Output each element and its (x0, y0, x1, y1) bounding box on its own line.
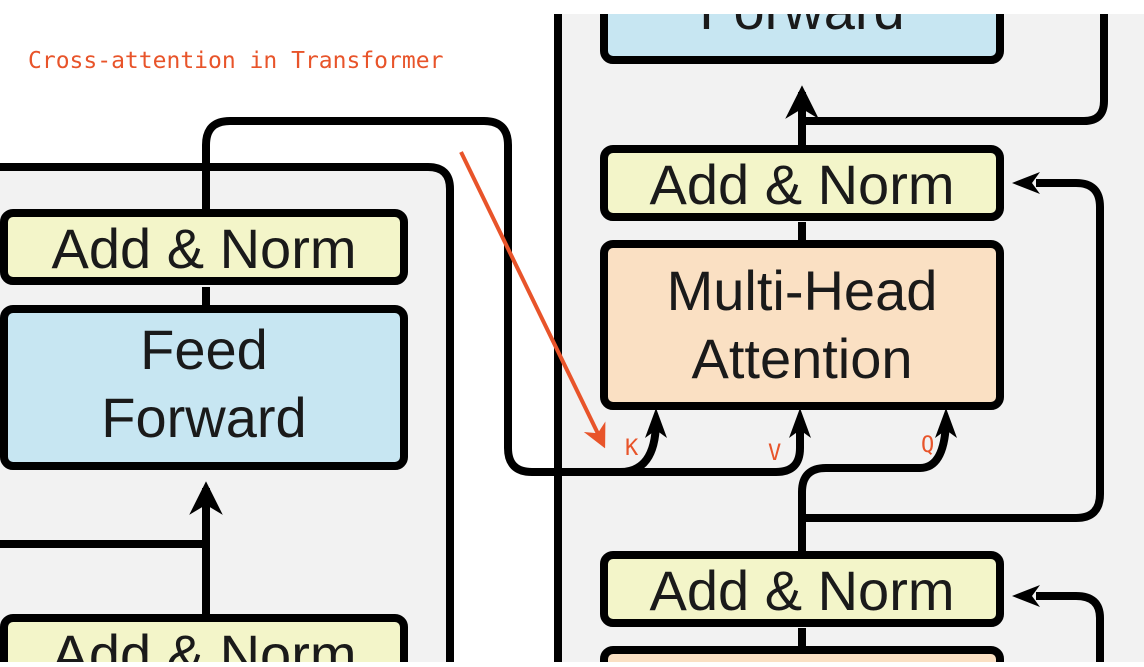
value-label: V (768, 441, 781, 466)
query-label: Q (921, 433, 934, 458)
svg-text:Add & Norm: Add & Norm (52, 217, 357, 280)
encoder-output-line (202, 117, 804, 476)
decoder-bottom-box-partial (600, 646, 1004, 667)
key-label: K (625, 436, 639, 461)
encoder-add-norm-bottom: Add & Norm (0, 614, 408, 667)
encoder-feed-forward: Feed Forward (0, 305, 408, 470)
annotation-title: Cross-attention in Transformer (28, 48, 443, 74)
key-input-line (619, 422, 660, 476)
top-crop-mask (0, 0, 1144, 14)
value-arrowhead (789, 408, 811, 438)
svg-text:Feed: Feed (140, 318, 268, 381)
svg-text:Forward: Forward (101, 386, 306, 449)
decoder-multi-head-attention: Multi-Head Attention (600, 240, 1004, 410)
svg-text:Add & Norm: Add & Norm (52, 623, 357, 662)
residual-arrowhead-upper (1012, 172, 1040, 194)
decoder-query-line (798, 422, 950, 553)
decoder-add-norm-upper: Add & Norm (600, 145, 1004, 221)
annotation-arrow (459, 151, 606, 449)
decoder-residual-to-addnorm (802, 179, 1104, 522)
key-arrowhead (645, 408, 667, 438)
decoder-residual-top (802, 0, 1108, 125)
svg-text:Attention: Attention (691, 327, 912, 390)
encoder-add-norm-top: Add & Norm (0, 209, 408, 285)
query-arrowhead (935, 408, 957, 438)
svg-text:Add & Norm: Add & Norm (650, 153, 955, 216)
decoder-add-norm-lower: Add & Norm (600, 551, 1004, 627)
svg-text:Add & Norm: Add & Norm (650, 559, 955, 622)
svg-text:Multi-Head: Multi-Head (667, 259, 938, 322)
residual-arrowhead-lower (1012, 585, 1040, 607)
decoder-residual-lower (1036, 592, 1104, 667)
